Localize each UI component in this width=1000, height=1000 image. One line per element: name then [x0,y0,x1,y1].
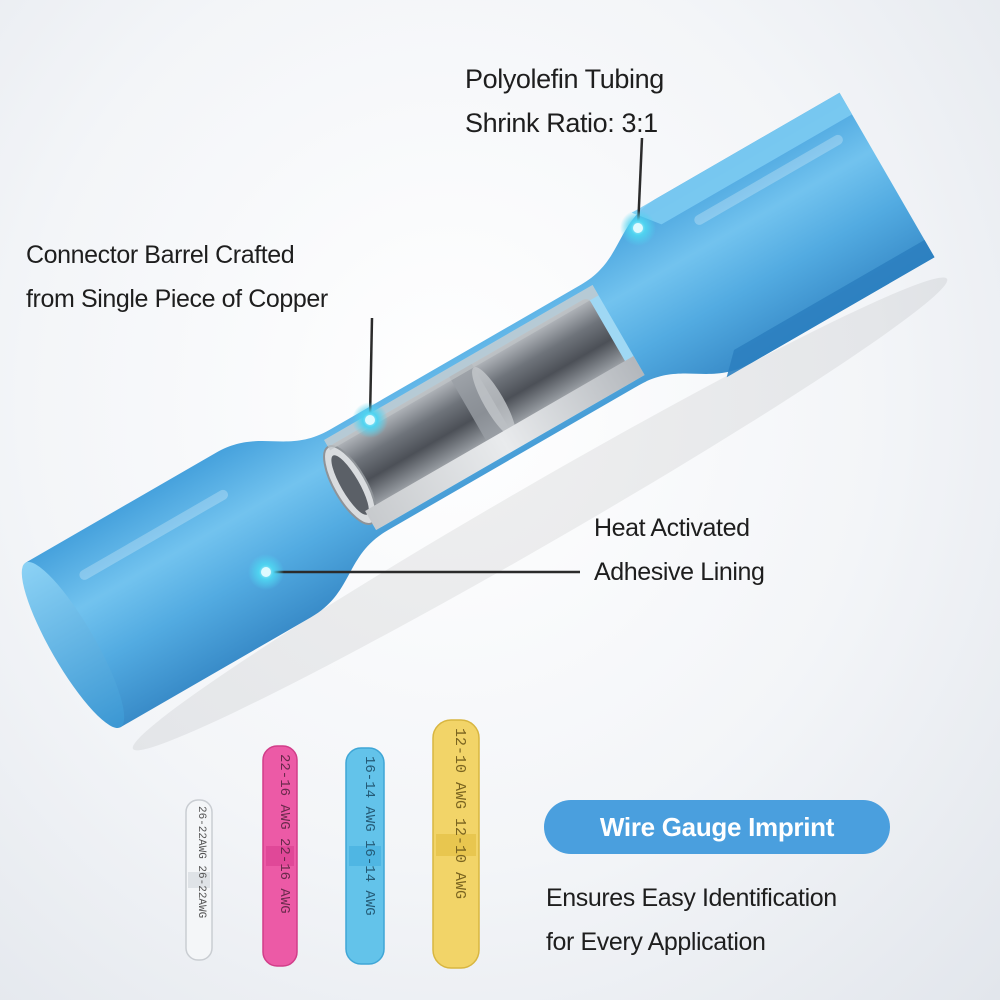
barrel-callout: Connector Barrel Crafted from Single Pie… [26,233,328,321]
adhesive-callout-line2: Adhesive Lining [594,558,765,586]
barrel-callout-line [368,317,374,419]
adhesive-callout-line1: Heat Activated [594,514,750,542]
connector-white: 26-22AWG 26-22AWG [185,799,213,961]
wire-gauge-badge: Wire Gauge Imprint [544,800,890,854]
tubing-callout: Polyolefin Tubing Shrink Ratio: 3:1 [465,57,664,145]
identification-line1: Ensures Easy Identification [546,884,837,912]
tubing-callout-line2: Shrink Ratio: 3:1 [465,108,658,138]
tubing-callout-line1: Polyolefin Tubing [465,64,664,94]
barrel-callout-line1: Connector Barrel Crafted [26,241,295,269]
cutaway-connector [21,92,948,751]
connector-pink-imprint: 22-16 AWG 22-16 AWG [276,754,292,914]
identification-text: Ensures Easy Identification for Every Ap… [546,876,837,964]
connector-pink: 22-16 AWG 22-16 AWG [262,745,298,967]
identification-line2: for Every Application [546,928,766,956]
connector-lineup: 26-22AWG 26-22AWG 22-16 AWG 22-16 AWG 16… [185,719,480,969]
connector-yellow: 12-10 AWG 12-10 AWG [432,719,480,969]
adhesive-callout: Heat Activated Adhesive Lining [594,506,765,594]
connector-white-imprint: 26-22AWG 26-22AWG [195,806,207,918]
connector-yellow-imprint: 12-10 AWG 12-10 AWG [451,728,468,899]
barrel-callout-line2: from Single Piece of Copper [26,285,328,313]
connector-blue-imprint: 16-14 AWG 16-14 AWG [361,756,377,916]
callout-dots [248,210,656,590]
connector-blue: 16-14 AWG 16-14 AWG [345,747,385,965]
